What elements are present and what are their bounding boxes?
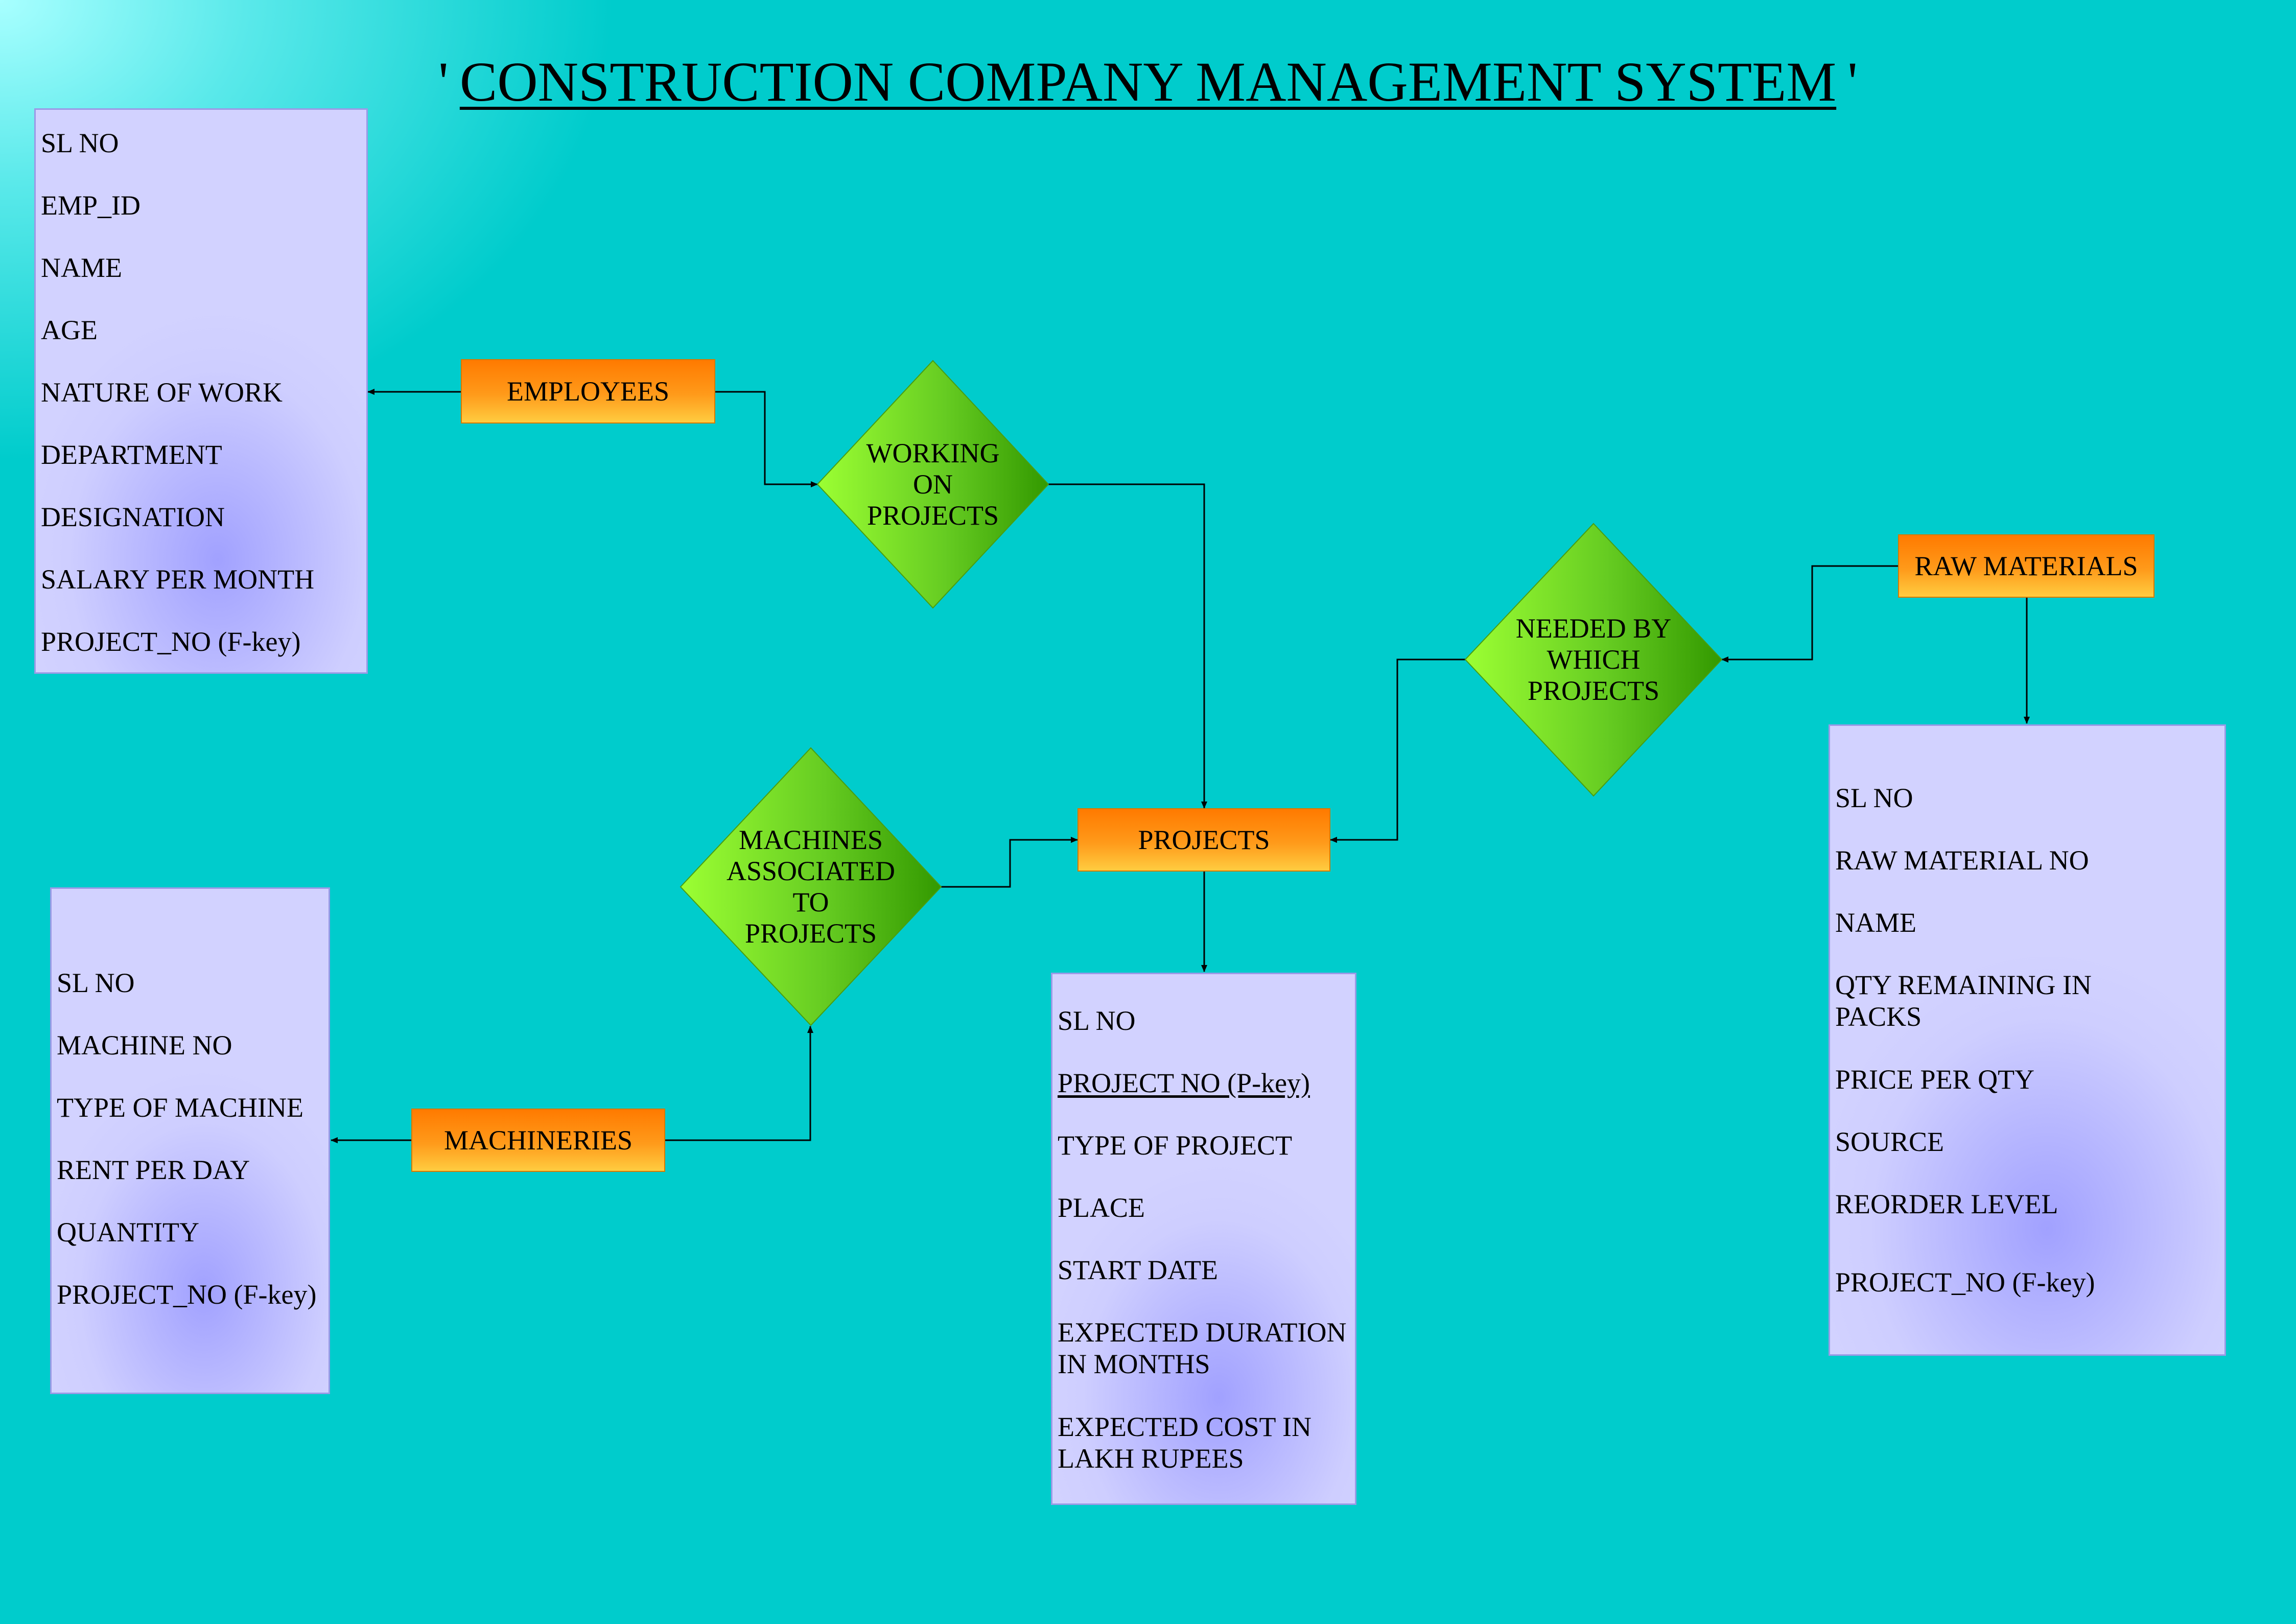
attribute-item: PLACE <box>1058 1192 1145 1223</box>
attribute-item: QUANTITY <box>57 1217 199 1248</box>
entity-machineries[interactable]: MACHINERIES <box>411 1109 665 1172</box>
attribute-item: RAW MATERIAL NO <box>1835 845 2089 876</box>
title-open-quote: ' <box>438 50 449 113</box>
attribute-item: SL NO <box>1835 783 1913 813</box>
attribute-item: AGE <box>41 315 98 345</box>
attribute-item: SOURCE <box>1835 1126 1944 1157</box>
attribute-item: NATURE OF WORK <box>41 377 283 408</box>
raw-material-attributes-box: SL NO RAW MATERIAL NO NAME QTY REMAINING… <box>1829 724 2226 1356</box>
machinery-attributes-box: SL NO MACHINE NO TYPE OF MACHINE RENT PE… <box>50 887 330 1394</box>
attribute-item: REORDER LEVEL <box>1835 1189 2058 1219</box>
connector-raw-needed <box>1721 565 1898 663</box>
attribute-item: NAME <box>1835 907 1916 938</box>
attribute-item: DESIGNATION <box>41 502 225 532</box>
connector-needed-projects <box>1330 658 1465 843</box>
connector-employees-working <box>715 391 818 487</box>
title-text: CONSTRUCTION COMPANY MANAGEMENT SYSTEM <box>459 50 1837 113</box>
attribute-item: MACHINE NO <box>57 1030 232 1061</box>
connector-machines-projects <box>941 837 1078 888</box>
employee-attributes-box: SL NO EMP_ID NAME AGE NATURE OF WORK DEP… <box>34 108 368 674</box>
attribute-item: NAME <box>41 252 122 283</box>
relationship-working-label: WORKING ON PROJECTS <box>866 437 1000 531</box>
attribute-item: PROJECT_NO (F-key) <box>41 626 301 657</box>
attribute-item: EMP_ID <box>41 190 141 221</box>
primary-key-attribute: PROJECT NO (P-key) <box>1058 1068 1310 1098</box>
title-close-quote: ' <box>1847 50 1858 113</box>
relationship-machines-associated <box>680 747 942 1026</box>
relationship-working-on-projects <box>816 360 1049 609</box>
attribute-item: PROJECT_NO (F-key) <box>1835 1267 2095 1298</box>
relationship-needed-label: NEEDED BY WHICH PROJECTS <box>1515 613 1672 706</box>
attribute-item: SALARY PER MONTH <box>41 564 315 595</box>
entity-raw-materials[interactable]: RAW MATERIALS <box>1898 534 2154 598</box>
connector-machineries-machines <box>665 1026 813 1141</box>
relationship-machines-label: MACHINES ASSOCIATED TO PROJECTS <box>726 825 896 949</box>
attribute-item: TYPE OF MACHINE <box>57 1092 304 1123</box>
attribute-item: SL NO <box>1058 1005 1136 1036</box>
project-attributes-box: SL NO PROJECT NO (P-key) TYPE OF PROJECT… <box>1051 973 1356 1505</box>
entity-projects[interactable]: PROJECTS <box>1077 808 1330 872</box>
attribute-item: TYPE OF PROJECT <box>1058 1130 1293 1161</box>
diagram-title: ' CONSTRUCTION COMPANY MANAGEMENT SYSTEM… <box>0 49 2296 115</box>
connector-working-projects <box>1048 483 1207 809</box>
attribute-item: START DATE <box>1058 1255 1218 1285</box>
attribute-item: EXPECTED COST IN LAKH RUPEES <box>1058 1411 1312 1474</box>
attribute-item: PRICE PER QTY <box>1835 1064 2035 1095</box>
relationship-needed-by-which-projects <box>1464 523 1723 797</box>
attribute-item: SL NO <box>41 128 119 158</box>
attribute-item: RENT PER DAY <box>57 1155 250 1185</box>
attribute-item: PROJECT_NO (F-key) <box>57 1279 317 1310</box>
attribute-item: SL NO <box>57 968 135 998</box>
attribute-item: EXPECTED DURATION IN MONTHS <box>1058 1317 1347 1379</box>
attribute-item: QTY REMAINING IN PACKS <box>1835 970 2092 1032</box>
attribute-item: DEPARTMENT <box>41 439 222 470</box>
entity-employees[interactable]: EMPLOYEES <box>461 359 715 423</box>
